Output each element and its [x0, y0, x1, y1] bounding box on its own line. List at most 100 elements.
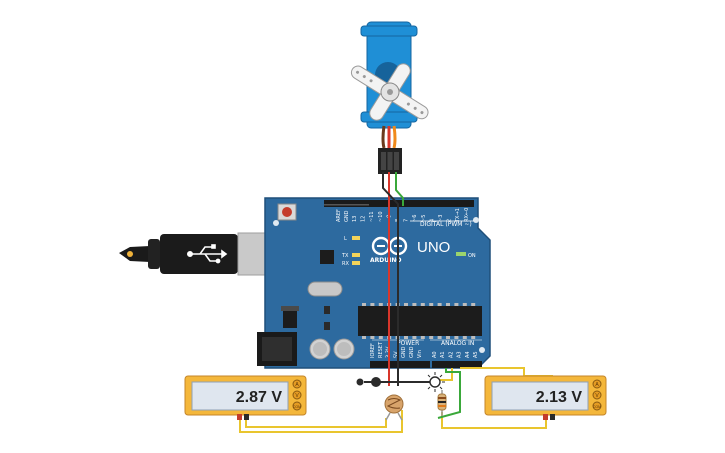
- wire-right-meter-com[interactable]: [441, 412, 547, 429]
- digital-pin-label-1: 12: [361, 216, 367, 222]
- chip-pin-bottom-7: [420, 336, 425, 339]
- led-label-tx: TX: [341, 253, 349, 259]
- chip-pin-bottom-9: [437, 336, 442, 339]
- servo-motor[interactable]: [336, 21, 445, 174]
- analog-label: ANALOG IN: [441, 340, 474, 347]
- terminal-com-label: COM: [293, 405, 301, 409]
- chip-pin-top-8: [429, 303, 434, 306]
- digital-pin-label-0: 13: [352, 216, 358, 222]
- multimeter-left[interactable]: 2.87 V A V COM: [184, 375, 307, 420]
- digital-pin-label-6: 7: [404, 219, 410, 222]
- digital-pin-label-11: 2: [447, 219, 453, 222]
- multimeter-right-reading: 2.13 V: [536, 389, 583, 406]
- power-header[interactable]: [370, 361, 430, 368]
- multimeter-right-terminals[interactable]: A V COM: [592, 379, 602, 411]
- model-label: UNO: [417, 239, 450, 256]
- servo-mount-top: [360, 25, 418, 37]
- analog-pin-label-1: A1: [440, 351, 446, 358]
- chip-pin-top-1: [370, 303, 375, 306]
- usb-cable-tip: [127, 251, 133, 257]
- chip-pin-bottom-1: [370, 336, 375, 339]
- multimeter-left-terminals[interactable]: A V COM: [292, 379, 302, 411]
- led-label-rx: RX: [342, 261, 349, 267]
- chip-pin-bottom-0: [362, 336, 366, 339]
- digital-pin-label-2: ~11: [369, 211, 375, 222]
- light-source-icon: [425, 372, 445, 392]
- multimeter-right-display: [491, 381, 589, 411]
- servo-wire-orange: [392, 125, 397, 149]
- usb-chip: [320, 250, 334, 264]
- power-pin-label-6: Vin: [417, 350, 423, 358]
- power-pin-label-4: GND: [401, 346, 407, 358]
- usb-icon: [187, 244, 228, 264]
- servo-wire-brown: [381, 125, 386, 149]
- slider-knob[interactable]: [371, 377, 381, 387]
- wire-analog-green[interactable]: [437, 368, 461, 419]
- chip-pin-bottom-6: [412, 336, 417, 339]
- analog-pin-label-3: A3: [457, 351, 463, 358]
- multimeter-right[interactable]: 2.13 V A V COM: [484, 375, 607, 420]
- photoresistor-icon[interactable]: [384, 394, 404, 421]
- terminal-v-label: V: [295, 393, 299, 399]
- power-pin-label-3: 5V: [393, 351, 399, 358]
- reset-button-cap[interactable]: [282, 207, 292, 217]
- chip-pin-bottom-10: [446, 336, 450, 339]
- chip-pin-top-11: [454, 303, 459, 306]
- power-pin-label-0: IOREF: [370, 343, 376, 358]
- probe-black[interactable]: [244, 414, 249, 420]
- voltage-regulator: [283, 310, 297, 328]
- led-tx: [352, 253, 360, 257]
- chip-pin-top-7: [420, 303, 425, 306]
- analog-pin-label-0: A0: [432, 351, 438, 358]
- led-l: [352, 236, 360, 240]
- chip-pin-top-6: [412, 303, 417, 306]
- chip-pin-top-2: [378, 303, 383, 306]
- probe-red[interactable]: [237, 414, 242, 420]
- on-label: ON: [468, 253, 476, 259]
- atmega-chip: [358, 303, 482, 339]
- probe-red[interactable]: [543, 414, 548, 420]
- analog-pin-label-4: A4: [465, 351, 471, 358]
- digital-pin-label-9: 4: [429, 219, 435, 222]
- digital-pin-label-8: ~5: [421, 215, 427, 222]
- analog-header[interactable]: [432, 361, 482, 368]
- chip-pin-bottom-11: [454, 336, 459, 339]
- brand-label: ARDUINO: [370, 257, 401, 264]
- slider-potentiometer[interactable]: [356, 377, 382, 387]
- digital-label: DIGITAL (PWM ~): [420, 221, 472, 228]
- led-on: [456, 252, 466, 256]
- digital-pin-label-7: ~6: [412, 215, 418, 222]
- power-label: POWER: [397, 340, 419, 347]
- power-pin-label-5: GND: [409, 346, 415, 358]
- chip-pin-bottom-8: [429, 336, 434, 339]
- resistor-icon[interactable]: [437, 390, 447, 416]
- led-label-l: L: [344, 236, 347, 242]
- pin-label-gnd: GND: [344, 210, 350, 222]
- digital-header[interactable]: [324, 200, 474, 207]
- chip-pin-top-10: [446, 303, 450, 306]
- analog-pin-label-2: A2: [448, 351, 454, 358]
- pin-label-aref: AREF: [336, 209, 342, 222]
- chip-pin-top-5: [404, 303, 408, 306]
- terminal-v-label: V: [595, 393, 599, 399]
- led-rx: [352, 261, 360, 265]
- terminal-a-label: A: [295, 382, 299, 388]
- probe-black[interactable]: [550, 414, 555, 420]
- usb-cable[interactable]: [119, 232, 283, 276]
- terminal-com-label: COM: [593, 405, 601, 409]
- digital-pin-label-13: RX←0: [464, 208, 470, 222]
- chip-pin-bottom-13: [471, 336, 476, 339]
- analog-pin-label-5: A5: [473, 351, 479, 358]
- wire-servo-signal[interactable]: [395, 172, 404, 206]
- multimeter-left-reading: 2.87 V: [236, 389, 283, 406]
- chip-pin-top-13: [471, 303, 476, 306]
- usb-cable-end: [119, 246, 150, 262]
- wire-left-meter-com[interactable]: [239, 410, 403, 433]
- wire-servo-ground[interactable]: [382, 172, 399, 386]
- power-pin-label-1: RESET: [378, 341, 384, 358]
- wire-left-meter-v[interactable]: [245, 418, 387, 428]
